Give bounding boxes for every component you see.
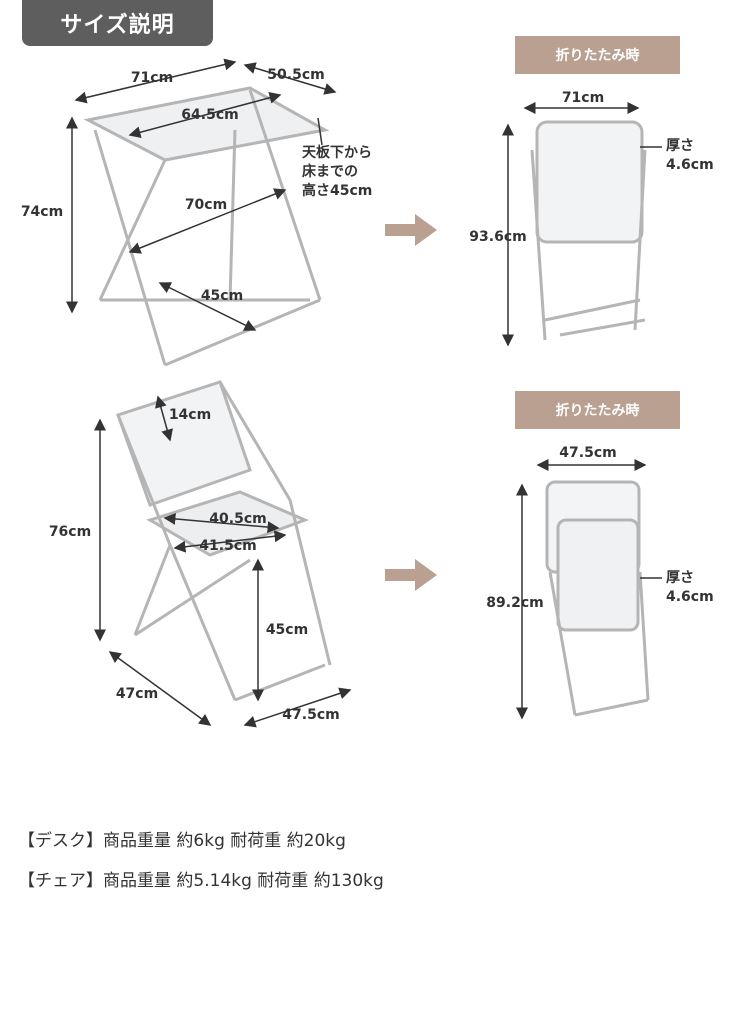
thickness-value: 4.6cm [666, 157, 714, 173]
arrow-right-icon [385, 559, 437, 591]
note-line: 高さ45cm [302, 183, 373, 199]
desk-depth-label: 50.5cm [267, 67, 325, 83]
folded-chair-thickness: 厚さ 4.6cm [666, 569, 714, 607]
folded-chair-width-label: 47.5cm [559, 445, 617, 461]
chair-seat-depth-label: 41.5cm [199, 538, 257, 554]
desk-dimension-lines [66, 58, 337, 331]
desk-drawing [83, 86, 330, 367]
chair-seat-height-label: 45cm [265, 622, 309, 638]
folded-desk-drawing [530, 120, 647, 341]
desk-clearance-note: 天板下から 床までの 高さ45cm [302, 144, 372, 201]
note-line: 床までの [302, 164, 358, 180]
desk-top-inner-label: 64.5cm [181, 107, 239, 123]
desk-width-label: 71cm [130, 70, 174, 86]
chair-width-label: 47.5cm [282, 707, 340, 723]
chair-back-label: 14cm [168, 407, 212, 423]
chair-seat-width-label: 40.5cm [209, 511, 267, 527]
chair-depth-label: 47cm [115, 686, 159, 702]
chair-height-label: 76cm [48, 524, 92, 540]
arrow-right-icon [385, 214, 437, 246]
folded-tag: 折りたたみ時 [515, 36, 680, 74]
desk-base-label: 45cm [200, 288, 244, 304]
chair-dimension-lines [94, 395, 352, 728]
desk-spec: 【デスク】商品重量 約6kg 耐荷重 約20kg [18, 831, 346, 851]
folded-desk-thickness: 厚さ 4.6cm [666, 137, 714, 175]
folded-chair-drawing [545, 480, 650, 717]
desk-height-label: 74cm [20, 204, 64, 220]
folded-tag: 折りたたみ時 [515, 391, 680, 429]
folded-desk-height-label: 93.6cm [469, 229, 527, 245]
thickness-value: 4.6cm [666, 589, 714, 605]
note-line: 天板下から [302, 145, 372, 161]
chair-spec: 【チェア】商品重量 約5.14kg 耐荷重 約130kg [18, 871, 384, 891]
section-title: サイズ説明 [22, 0, 213, 46]
folded-desk-width-label: 71cm [561, 90, 605, 106]
thickness-label: 厚さ [666, 138, 694, 154]
desk-diag-label: 70cm [184, 197, 228, 213]
thickness-label: 厚さ [666, 570, 694, 586]
folded-chair-height-label: 89.2cm [486, 595, 544, 611]
